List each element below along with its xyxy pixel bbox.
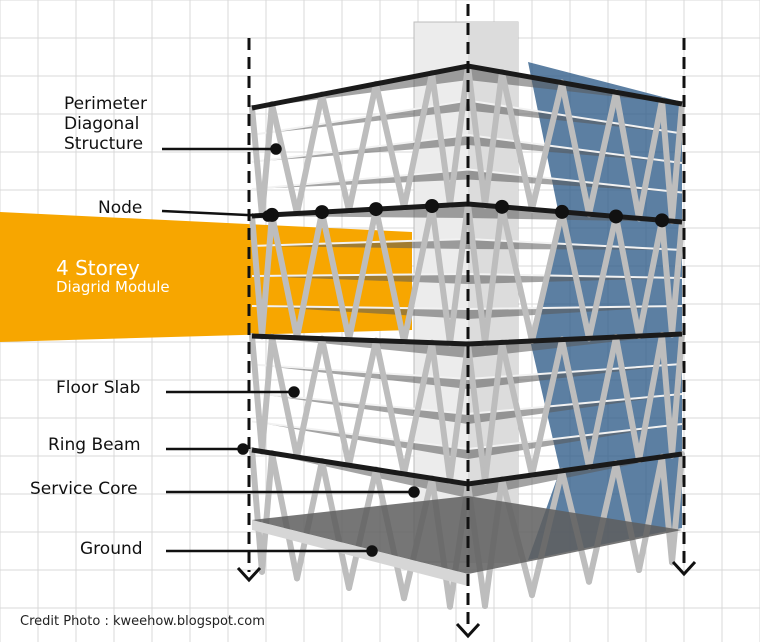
ring-beam-label: Ring Beam bbox=[48, 435, 141, 455]
diagonal-member bbox=[294, 209, 325, 341]
perimeter-diagonals bbox=[249, 63, 685, 610]
diagonal-member bbox=[669, 219, 685, 338]
service-core-label: Service Core bbox=[30, 479, 138, 499]
diagonal-member bbox=[319, 209, 352, 343]
diagonal-member bbox=[259, 450, 275, 575]
diagonal-member bbox=[659, 331, 675, 459]
diagonal-member bbox=[659, 217, 675, 338]
diagonal-member bbox=[465, 63, 488, 209]
leader-lines bbox=[161, 143, 420, 557]
diagonal-member bbox=[249, 213, 265, 340]
diagonal-member bbox=[529, 208, 565, 345]
diagonal-member bbox=[401, 339, 435, 477]
diagonal-member bbox=[447, 63, 471, 208]
floor-slab bbox=[252, 169, 682, 193]
ground-slab bbox=[252, 496, 682, 574]
diagonal-member bbox=[636, 453, 665, 574]
diagonal-member bbox=[249, 333, 265, 455]
diagonal-member bbox=[259, 101, 275, 219]
floor-slab-label: Floor Slab bbox=[56, 378, 141, 398]
diagonal-member bbox=[259, 333, 275, 455]
diagonal-member bbox=[529, 79, 565, 213]
diagonal-member bbox=[529, 336, 565, 479]
diagonal-member bbox=[319, 335, 352, 469]
diagonal-member bbox=[401, 203, 435, 345]
diagonal-member bbox=[559, 79, 592, 218]
diagonal-member bbox=[249, 105, 265, 219]
diagonal-member bbox=[294, 335, 325, 461]
diagonal-member bbox=[613, 334, 642, 464]
diagonal-member bbox=[346, 337, 379, 469]
diagonal-member bbox=[249, 447, 265, 575]
diagonal-member bbox=[636, 97, 665, 222]
diagonal-member bbox=[373, 80, 407, 211]
diagonal-member bbox=[586, 213, 619, 342]
diagonal-member bbox=[269, 101, 300, 217]
node-label: Node bbox=[98, 198, 143, 218]
slab-edge bbox=[251, 168, 683, 194]
diagonal-member bbox=[499, 69, 535, 213]
diagonal-member bbox=[259, 211, 275, 340]
diagonal-member bbox=[269, 333, 300, 461]
node-joint bbox=[495, 199, 509, 214]
slab-edge bbox=[251, 133, 683, 164]
diagonal-member bbox=[346, 80, 379, 214]
ground-label: Ground bbox=[80, 539, 143, 559]
diagonal-member bbox=[482, 339, 505, 485]
diagonal-member bbox=[613, 213, 642, 340]
node-joint bbox=[369, 202, 383, 217]
diagonal-member bbox=[269, 450, 300, 582]
diagonal-member bbox=[669, 331, 685, 459]
diagonal-member bbox=[429, 203, 453, 347]
node-joint bbox=[609, 209, 623, 224]
diagonal-member bbox=[465, 201, 488, 347]
diagonal-member bbox=[294, 91, 325, 217]
node-joint bbox=[555, 204, 569, 219]
diagonal-member bbox=[636, 217, 665, 340]
diagonal-member bbox=[401, 70, 435, 211]
node-joint bbox=[315, 205, 329, 220]
diagonal-member bbox=[499, 203, 535, 345]
diagonal-member bbox=[447, 341, 471, 485]
diagonal-member bbox=[499, 339, 535, 479]
diagonal-member bbox=[373, 206, 407, 345]
photo-credit: Credit Photo : kweehow.blogspot.com bbox=[20, 614, 265, 629]
diagonal-member bbox=[659, 453, 675, 566]
perimeter-label-line3: Structure bbox=[64, 134, 144, 154]
node-joint bbox=[425, 199, 439, 213]
perimeter-label-line1: Perimeter bbox=[64, 94, 147, 114]
diagonal-member bbox=[447, 201, 471, 347]
diagonal-member bbox=[669, 101, 685, 225]
diagonal-member bbox=[636, 331, 665, 464]
axis-lines bbox=[236, 4, 697, 639]
diagonal-member bbox=[269, 211, 300, 341]
module-subtitle: Diagrid Module bbox=[56, 278, 170, 296]
diagonal-member bbox=[613, 460, 642, 574]
floor-slab bbox=[252, 393, 682, 424]
diagonal-member bbox=[482, 203, 505, 347]
diagonal-member bbox=[586, 334, 619, 471]
diagonal-member bbox=[373, 337, 407, 477]
module-title: 4 Storey bbox=[56, 256, 140, 280]
perimeter-label-line2: Diagonal bbox=[64, 114, 140, 134]
diagonal-member bbox=[659, 97, 675, 225]
diagonal-member bbox=[613, 89, 642, 222]
diagonal-member bbox=[586, 89, 619, 218]
diagonal-member bbox=[669, 451, 685, 566]
floor-slab bbox=[252, 239, 682, 250]
diagonal-member bbox=[465, 341, 488, 485]
diagonal-member bbox=[319, 91, 352, 214]
node-joint bbox=[655, 213, 669, 228]
diagonal-member bbox=[482, 69, 505, 209]
diagonal-member bbox=[559, 208, 592, 342]
diagonal-member bbox=[429, 339, 453, 485]
diagonal-member bbox=[559, 336, 592, 471]
diagonal-member bbox=[429, 70, 453, 208]
diagonal-member bbox=[346, 206, 379, 343]
